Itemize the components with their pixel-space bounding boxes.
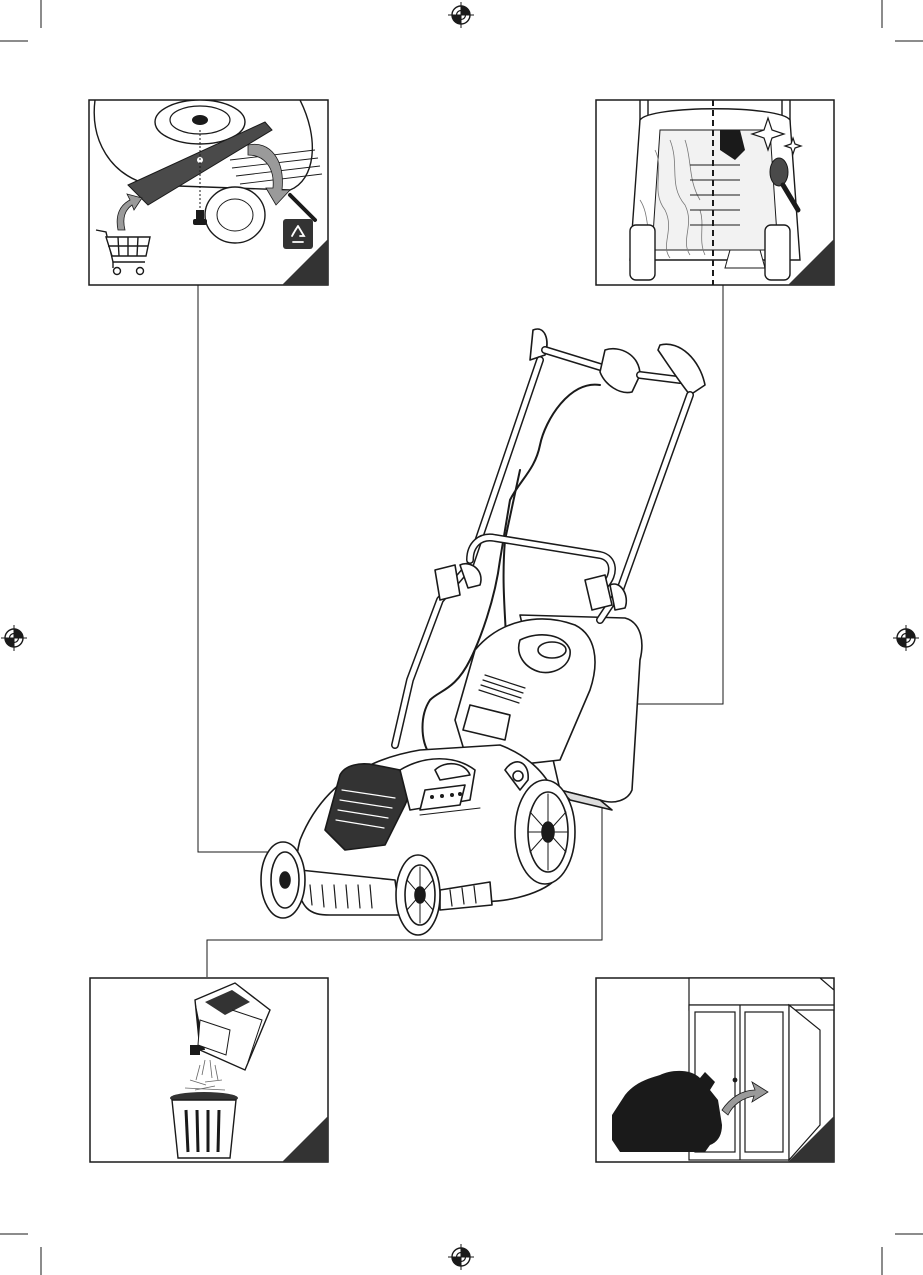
grass-bag-emptying-panel: [90, 978, 328, 1162]
blade-replacement-panel: [89, 100, 328, 285]
registration-mark-left: [1, 625, 27, 651]
trash-bin-icon: [170, 1092, 238, 1158]
registration-mark-right: [893, 625, 919, 651]
registration-mark-top: [448, 2, 474, 28]
registration-mark-bottom: [448, 1244, 474, 1270]
recycle-icon: [283, 219, 313, 249]
lawnmower-illustration: [261, 329, 705, 935]
cleaning-panel: [596, 100, 834, 285]
storage-panel: [596, 978, 834, 1162]
